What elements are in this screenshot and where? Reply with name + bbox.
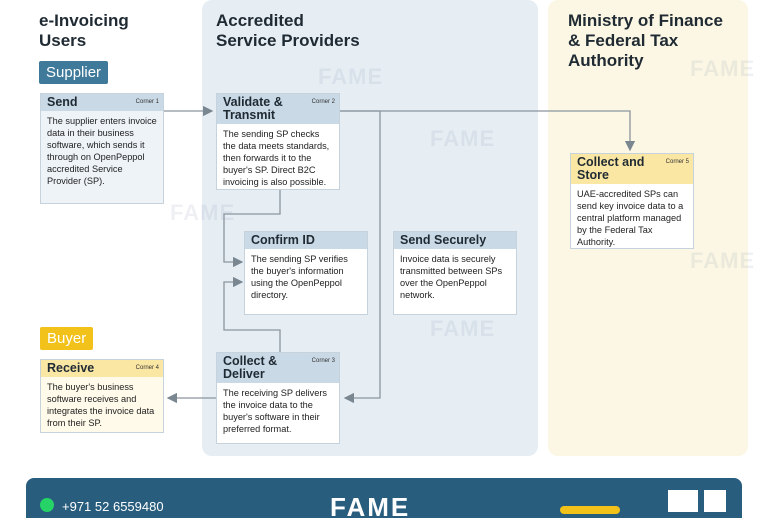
- whatsapp-icon: [40, 498, 54, 512]
- ministry-column-title: Ministry of Finance & Federal Tax Author…: [568, 11, 723, 70]
- arrow-validate-to-ministry: [340, 110, 636, 152]
- qr-code-icon: [704, 490, 726, 512]
- footer-bar: [26, 478, 742, 518]
- supplier-tag: Supplier: [39, 61, 109, 84]
- arrow-validate-to-confirm: [223, 190, 281, 268]
- watermark: FAME: [690, 56, 756, 81]
- send-securely-card-title: Send Securely: [394, 232, 516, 249]
- watermark: FAME: [430, 126, 496, 151]
- send-card-body: The supplier enters invoice data in thei…: [47, 116, 157, 186]
- watermark: FAME: [318, 64, 384, 89]
- buyer-tag: Buyer: [40, 327, 94, 350]
- footer-pill[interactable]: [560, 506, 620, 514]
- providers-column-title: Accredited Service Providers: [216, 11, 360, 50]
- watermark: FAME: [690, 248, 756, 273]
- confirm-id-card-title: Confirm ID: [245, 232, 367, 249]
- watermark: FAME: [430, 316, 496, 341]
- collect-deliver-card-body: The receiving SP delivers the invoice da…: [223, 388, 328, 434]
- confirm-id-card-body: The sending SP verifies the buyer's info…: [251, 254, 348, 300]
- confirm-id-card: Confirm ID The sending SP verifies the b…: [244, 231, 368, 315]
- corner-label: Corner 1: [135, 99, 159, 105]
- users-column-title: e-Invoicing Users: [39, 11, 129, 50]
- receive-card-body: The buyer's business software receives a…: [47, 382, 155, 428]
- corner-label: Corner 2: [311, 99, 335, 105]
- validate-card-body: The sending SP checks the data meets sta…: [223, 129, 330, 187]
- flow-arrows: [164, 105, 636, 404]
- qr-code-icon: [668, 490, 698, 512]
- phone-number[interactable]: +971 52 6559480: [62, 499, 164, 514]
- corner-label: Corner 3: [311, 358, 335, 364]
- arrow-validate-to-collect: [340, 110, 381, 404]
- footer-logo: FAME: [330, 492, 411, 522]
- send-securely-card-body: Invoice data is securely transmitted bet…: [400, 254, 503, 300]
- send-securely-card: Send Securely Invoice data is securely t…: [393, 231, 517, 315]
- corner-label: Corner 5: [665, 159, 689, 165]
- collect-store-card-body: UAE-accredited SPs can send key invoice …: [577, 189, 684, 247]
- arrow-collect-to-confirm: [223, 276, 281, 352]
- corner-label: Corner 4: [135, 365, 159, 371]
